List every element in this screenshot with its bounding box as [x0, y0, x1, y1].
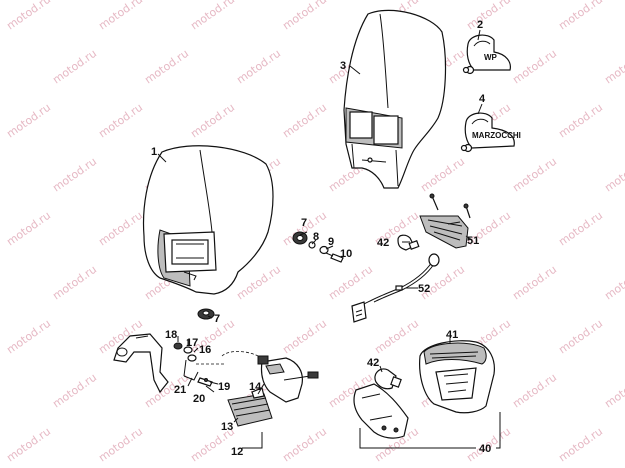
watermark-text: motod.ru [602, 47, 625, 87]
watermark-text: motod.ru [280, 101, 329, 141]
watermark-text: motod.ru [510, 263, 559, 303]
brand-label-marzocchi: MARZOCCHI [472, 131, 521, 140]
watermark-text: motod.ru [556, 425, 605, 465]
callout-2: 2 [477, 19, 483, 31]
watermark-text: motod.ru [4, 209, 53, 249]
part-1-headlight-mask [142, 145, 274, 295]
watermark-text: motod.ru [188, 101, 237, 141]
part-2-wp-clamp [462, 34, 511, 75]
callout-40: 40 [479, 443, 491, 455]
callout-51: 51 [467, 235, 479, 247]
callout-20: 20 [193, 393, 205, 405]
watermark-text: motod.ru [188, 0, 237, 32]
watermark-text: motod.ru [372, 317, 421, 357]
callout-9: 9 [328, 236, 334, 248]
watermark-text: motod.ru [50, 155, 99, 195]
watermark-text: motod.ru [280, 0, 329, 32]
part-41-tail-housing [419, 340, 495, 414]
watermark-text: motod.ru [602, 155, 625, 195]
callout-3: 3 [340, 60, 346, 72]
watermark-text: motod.ru [234, 47, 283, 87]
callout-19: 19 [218, 381, 230, 393]
watermark-text: motod.ru [556, 0, 605, 32]
watermark-text: motod.ru [50, 371, 99, 411]
part-42-bulb-lower [374, 368, 402, 390]
callout-1: 1 [151, 146, 157, 158]
callout-52: 52 [418, 283, 430, 295]
callout-17: 17 [186, 337, 198, 349]
watermark-text: motod.ru [556, 317, 605, 357]
callout-18: 18 [165, 329, 177, 341]
callout-14: 14 [249, 381, 262, 393]
callout-12: 12 [231, 446, 243, 458]
callout-10: 10 [340, 248, 352, 260]
watermark-text: motod.ru [602, 371, 625, 411]
callout-7a: 7 [301, 217, 307, 229]
callout-16: 16 [199, 344, 211, 356]
watermark-text: motod.ru [280, 317, 329, 357]
part-51-tail-lens [419, 193, 471, 249]
watermark-text: motod.ru [4, 317, 53, 357]
callout-labels: 1 2 3 4 7 8 9 10 7 42 51 52 18 17 16 21 … [151, 19, 491, 458]
watermark-text: motod.ru [464, 0, 513, 32]
watermark-text: motod.ru [4, 0, 53, 32]
watermark-text: motod.ru [4, 425, 53, 465]
leader-lines [157, 29, 501, 449]
watermark-text: motod.ru [418, 155, 467, 195]
watermark-text: motod.ru [96, 0, 145, 32]
part-40-plate-bracket [353, 383, 409, 439]
watermark-text: motod.ru [50, 263, 99, 303]
part-42-bulb-upper [397, 234, 420, 251]
watermark-text: motod.ru [96, 209, 145, 249]
watermark-text: motod.ru [510, 371, 559, 411]
watermark-text: motod.ru [510, 155, 559, 195]
watermark-text: motod.ru [602, 263, 625, 303]
watermark-text: motod.ru [4, 101, 53, 141]
callout-8: 8 [313, 231, 319, 243]
part-4-marzocchi-clamp [460, 112, 515, 153]
watermark-text: motod.ru [50, 47, 99, 87]
watermark-text: motod.ru [510, 47, 559, 87]
callout-7b: 7 [214, 313, 220, 325]
callout-42a: 42 [377, 237, 389, 249]
callout-41: 41 [446, 329, 458, 341]
part-52-wiring-harness [351, 253, 440, 323]
callout-13: 13 [221, 421, 233, 433]
watermark-text: motod.ru [280, 425, 329, 465]
watermark-text: motod.ru [96, 425, 145, 465]
callout-21: 21 [174, 384, 186, 396]
watermark-text: motod.ru [556, 101, 605, 141]
watermark-text: motod.ru [96, 101, 145, 141]
watermark-text: motod.ru [142, 47, 191, 87]
callout-42b: 42 [367, 357, 379, 369]
hardware-7-8-9-10 [292, 231, 344, 263]
part-3-headlight-mask [343, 9, 447, 189]
part-bracket-assembly [113, 333, 199, 394]
part-12-lamp-assembly [196, 351, 319, 427]
watermark-text: motod.ru [556, 209, 605, 249]
callout-4: 4 [479, 93, 486, 105]
brand-label-wp: WP [484, 53, 498, 62]
watermark-text: motod.ru [326, 263, 375, 303]
